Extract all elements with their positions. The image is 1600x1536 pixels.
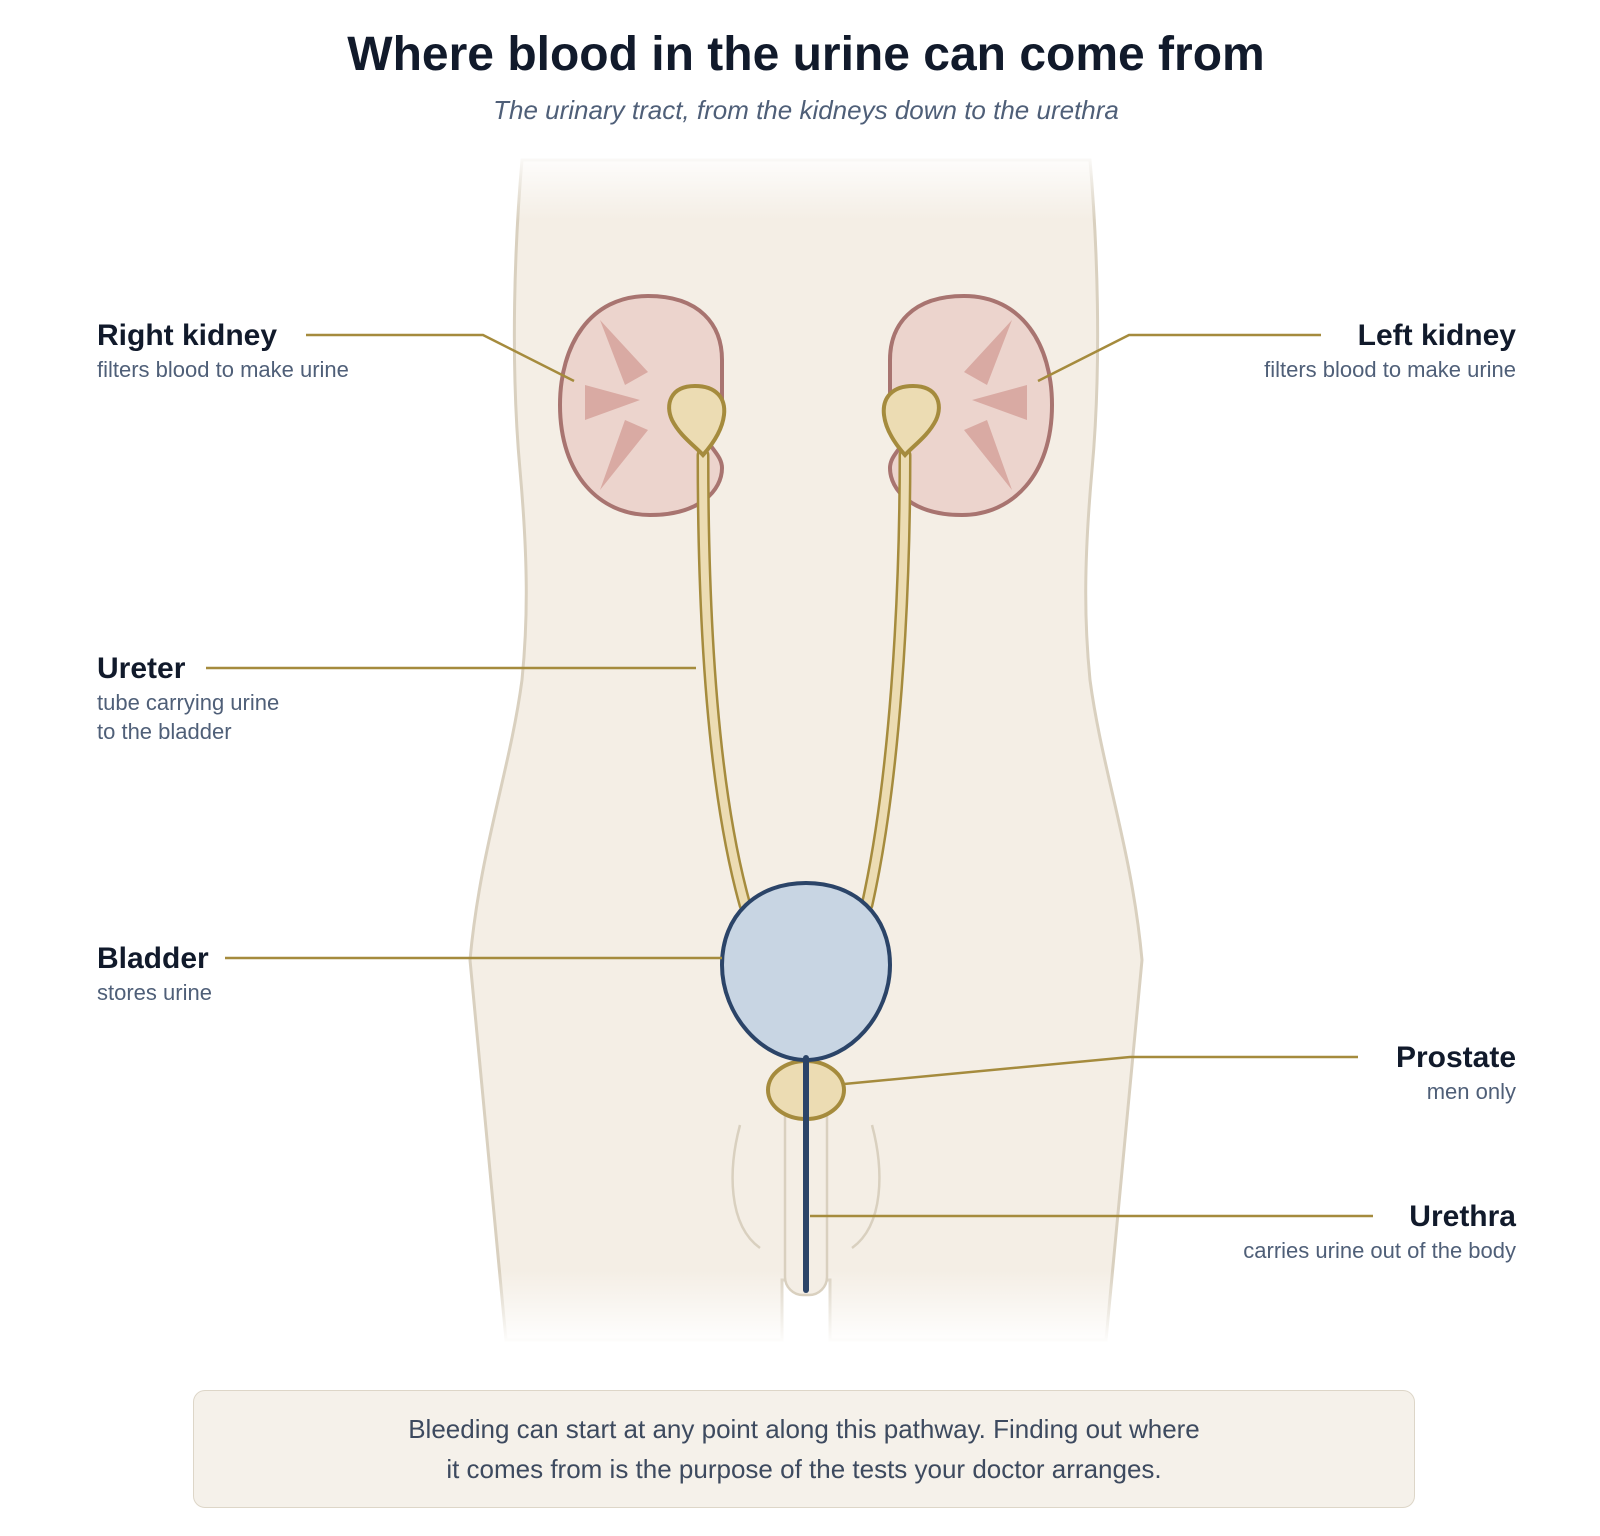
info-note-line1: Bleeding can start at any point along th… [408,1414,1200,1444]
page-title: Where blood in the urine can come from [347,28,1264,81]
page-subtitle: The urinary tract, from the kidneys down… [493,95,1119,125]
right-kidney-label: Right kidney [97,319,277,352]
left-kidney-leader [1037,333,1321,383]
left-renal-pelvis [881,383,941,459]
info-note-text: Bleeding can start at any point along th… [408,1409,1200,1489]
urethra-label: Urethra [1409,1200,1516,1233]
info-note: Bleeding can start at any point along th… [193,1390,1415,1508]
kidney-pyramid [600,320,648,385]
left-kidney-desc: filters blood to make urine [1264,357,1516,382]
prostate-desc: men only [1427,1079,1516,1104]
kidney-pyramid [972,385,1027,420]
right-renal-pelvis [667,383,727,459]
left-kidney-label: Left kidney [1358,319,1517,352]
bladder [719,880,893,1063]
prostate-leader [843,1055,1358,1086]
ureter-label: Ureter [97,652,186,685]
info-note-line2: it comes from is the purpose of the test… [446,1454,1162,1484]
urethra-desc: carries urine out of the body [1243,1238,1516,1263]
kidney-pyramid [600,420,648,490]
right-kidney-leader [306,333,575,383]
ureter-desc-line1: tube carrying urine [97,690,279,715]
kidney-pyramid [585,385,640,420]
kidney-pyramid [964,420,1012,490]
right-kidney-desc: filters blood to make urine [97,357,349,382]
left-kidney [887,293,1055,518]
right-kidney [557,293,725,518]
bladder-desc: stores urine [97,980,212,1005]
kidney-pyramid [964,320,1012,385]
bladder-label: Bladder [97,942,209,975]
prostate-label: Prostate [1396,1041,1516,1074]
ureter-desc-line2: to the bladder [97,719,232,744]
ureters [696,448,912,912]
